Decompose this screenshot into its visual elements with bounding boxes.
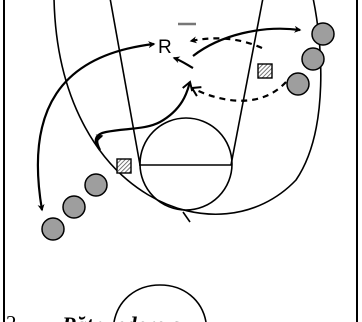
caption-text: Pătrundere cu [61,312,192,322]
cone-marker-right [257,63,273,79]
cut-to-r-arrow [172,56,194,69]
court-boundary [3,0,358,322]
pass-arrow-right-arc [192,25,302,57]
player-left-3 [41,217,65,241]
player-r-label: R [158,37,172,58]
pass-arrow-left-arc [36,41,156,212]
free-throw-circle [139,117,233,211]
lane-line-right [230,0,264,166]
lane-line-left [109,0,141,166]
player-left-1 [84,173,108,197]
dribble-path [94,80,194,151]
player-right-3 [286,72,310,96]
drive-arrow [95,134,104,151]
center-circle [113,284,207,322]
lane-mark [182,211,191,223]
cone-marker-left [116,158,132,174]
player-left-2 [62,195,86,219]
caption-number: 2. [6,311,22,322]
player-right-1 [311,22,335,46]
player-right-2 [301,47,325,71]
dashed-cut-upper [189,36,263,50]
dashed-cut-lower [190,81,287,102]
